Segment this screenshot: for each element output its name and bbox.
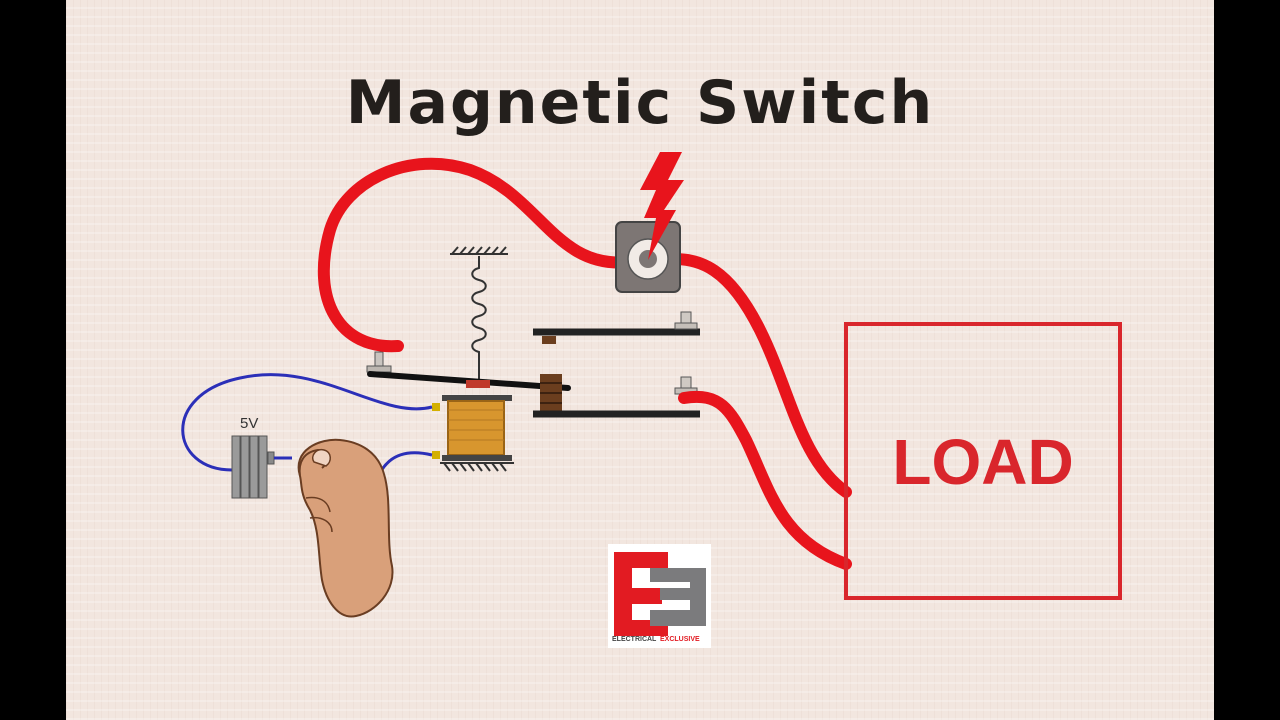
power-wire-supply (317, 157, 636, 353)
power-wire-to-load-top (658, 253, 852, 498)
electrical-exclusive-logo: ELECTRICAL EXCLUSIVE (608, 544, 711, 648)
page-title: Magnetic Switch (345, 68, 935, 138)
hand-pressing-icon (297, 438, 394, 618)
lightning-bolt-icon (640, 152, 684, 260)
logo-brand-text-2: EXCLUSIVE (660, 636, 700, 643)
armature-lever (366, 351, 571, 391)
power-wire-to-load-bottom (678, 390, 852, 570)
power-socket (615, 221, 681, 293)
spring-ground (450, 246, 508, 255)
load-label: LOAD (892, 426, 1073, 498)
diagram-canvas: Magnetic Switch (66, 0, 1214, 720)
signal-wire-top (181, 373, 433, 472)
logo-brand-text-1: ELECTRICAL (612, 636, 657, 643)
battery-voltage-label: 5V (240, 415, 258, 432)
spring (471, 256, 487, 386)
lower-contact (533, 374, 700, 418)
coil-ground (440, 462, 514, 472)
electromagnet-coil (432, 395, 512, 461)
load-box (844, 322, 1122, 600)
upper-contact (533, 311, 700, 344)
battery-5v (231, 435, 292, 499)
